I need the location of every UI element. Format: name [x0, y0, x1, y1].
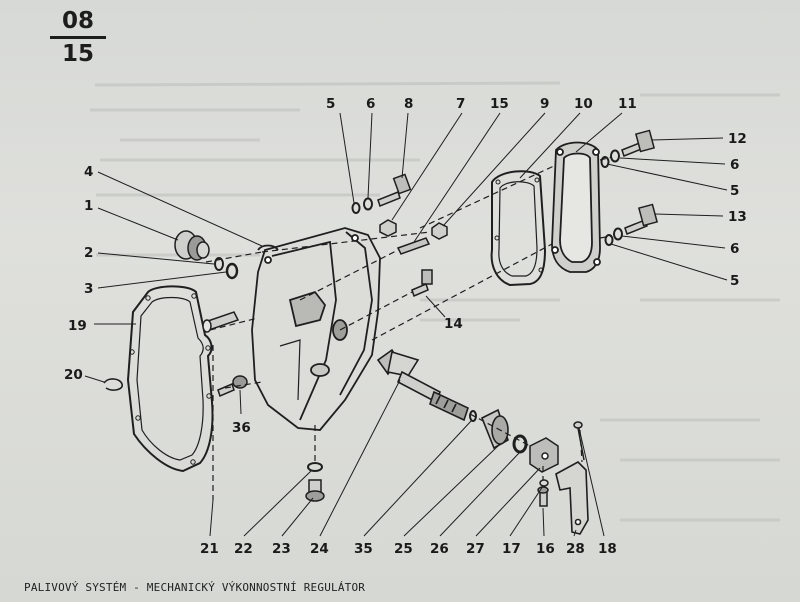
bracket-28: [555, 461, 589, 535]
bolt-13: [624, 203, 659, 235]
callout-3: 3: [84, 281, 93, 297]
callout-6-upper: 6: [730, 157, 739, 173]
page-number-divider: [50, 36, 106, 39]
callout-27: 27: [466, 541, 485, 557]
screw-16: [537, 486, 549, 507]
pin-21: [202, 311, 240, 333]
washer-5-upper: [600, 156, 610, 168]
cover-11: [551, 141, 601, 273]
lever-shaft-24: [376, 348, 469, 422]
washer-6-lower: [613, 227, 623, 241]
seal-ring-2: [214, 257, 224, 271]
callout-13: 13: [728, 209, 747, 225]
callout-28: 28: [566, 541, 585, 557]
callout-18: 18: [598, 541, 617, 557]
callout-9: 9: [540, 96, 549, 112]
callout-17: 17: [502, 541, 521, 557]
washer-6-upper: [610, 149, 620, 163]
callout-11: 11: [618, 96, 637, 112]
callout-21: 21: [200, 541, 219, 557]
callout-35: 35: [354, 541, 373, 557]
callout-16: 16: [536, 541, 555, 557]
ring-35: [469, 410, 477, 422]
plug-23: [305, 479, 325, 502]
callout-6-top: 6: [366, 96, 375, 112]
bolt-14: [411, 269, 433, 298]
callout-5-upper: 5: [730, 183, 739, 199]
washer-5-top: [351, 202, 361, 214]
block-27: [529, 437, 559, 473]
callout-8: 8: [404, 96, 413, 112]
callout-20: 20: [64, 367, 83, 383]
footer-caption: PALIVOVÝ SYSTÉM - MECHANICKÝ VÝKONNOSTNÍ…: [24, 581, 366, 594]
cap-1: [174, 230, 210, 261]
callout-1: 1: [84, 198, 93, 214]
callout-22: 22: [234, 541, 253, 557]
callout-leader-lines: [84, 112, 728, 537]
assembly-guide-lines: [205, 156, 613, 500]
page-number: 08 15: [50, 8, 106, 68]
background-show-through: [90, 81, 780, 522]
seal-ring-3: [225, 262, 239, 280]
callout-24: 24: [310, 541, 329, 557]
callout-2: 2: [84, 245, 93, 261]
clip-20: [103, 378, 123, 391]
stud-15: [396, 237, 431, 255]
nut-7: [379, 219, 397, 237]
callout-23: 23: [272, 541, 291, 557]
callout-36: 36: [232, 420, 251, 436]
gasket-19: [126, 285, 214, 473]
ring-22: [307, 462, 323, 472]
callout-5-top: 5: [326, 96, 335, 112]
callout-15: 15: [490, 96, 509, 112]
bolt-12: [621, 129, 656, 157]
washer-6-top: [363, 197, 373, 211]
screw-36: [217, 375, 248, 398]
callout-4: 4: [84, 164, 93, 180]
callout-25: 25: [394, 541, 413, 557]
callout-19: 19: [68, 318, 87, 334]
callout-12: 12: [728, 131, 747, 147]
gasket-10: [490, 170, 547, 287]
callout-10: 10: [574, 96, 593, 112]
callout-5-lower: 5: [730, 273, 739, 289]
boot-25: [480, 408, 509, 450]
bolt-8: [377, 173, 412, 207]
washer-5-lower: [604, 234, 614, 246]
callout-26: 26: [430, 541, 449, 557]
page-number-top: 08: [61, 8, 94, 34]
callout-14: 14: [444, 316, 463, 332]
washer-17: [539, 479, 549, 487]
callout-7: 7: [456, 96, 465, 112]
nut-9: [431, 222, 448, 240]
callout-labels: 1 2 3 4 5 6 8 7 15 9 10 11 12 6 5 13 6 5…: [64, 96, 747, 557]
callout-6-lower: 6: [730, 241, 739, 257]
governor-housing-4: [251, 227, 381, 431]
page-number-bottom: 15: [61, 41, 94, 67]
